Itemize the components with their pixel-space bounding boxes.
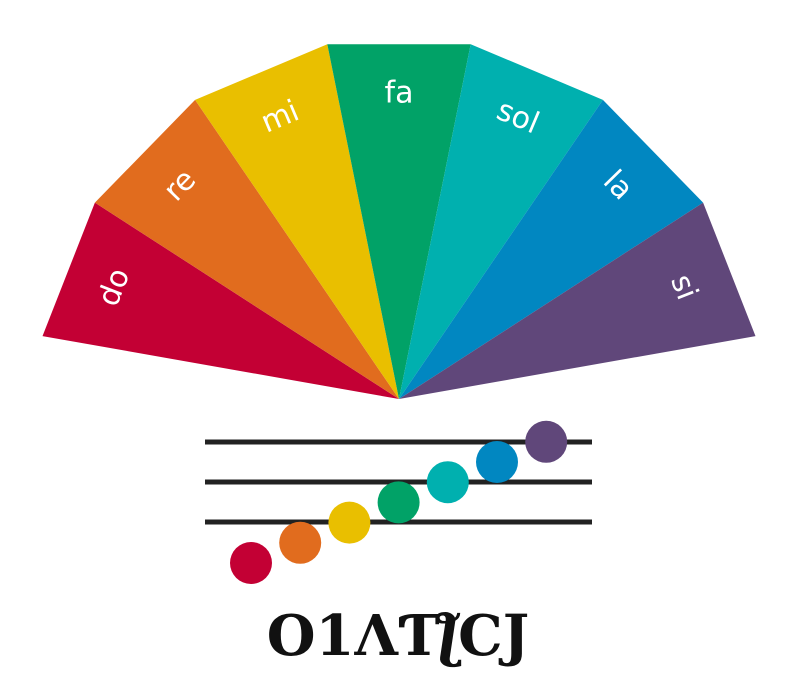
fan-segment-do (42, 202, 399, 399)
note-dot-2 (279, 521, 322, 564)
fan-segment-la (399, 99, 704, 400)
note-dot-6 (476, 441, 518, 483)
notes (230, 420, 568, 584)
note-dot-4 (377, 481, 420, 524)
fan-label-fa: fa (385, 76, 414, 111)
fan-segment-si (399, 202, 756, 399)
note-dot-3 (328, 501, 371, 544)
fan-segment-re (94, 99, 400, 400)
shape-note-glyphs: O1ΛƬƪCJ (267, 603, 529, 669)
fan-segment-sol (399, 44, 603, 399)
fan-segment-mi (195, 44, 399, 399)
fan-segment-fa (327, 44, 471, 399)
note-dot-1 (230, 542, 272, 584)
note-dot-7 (525, 420, 568, 463)
note-dot-5 (426, 461, 469, 504)
